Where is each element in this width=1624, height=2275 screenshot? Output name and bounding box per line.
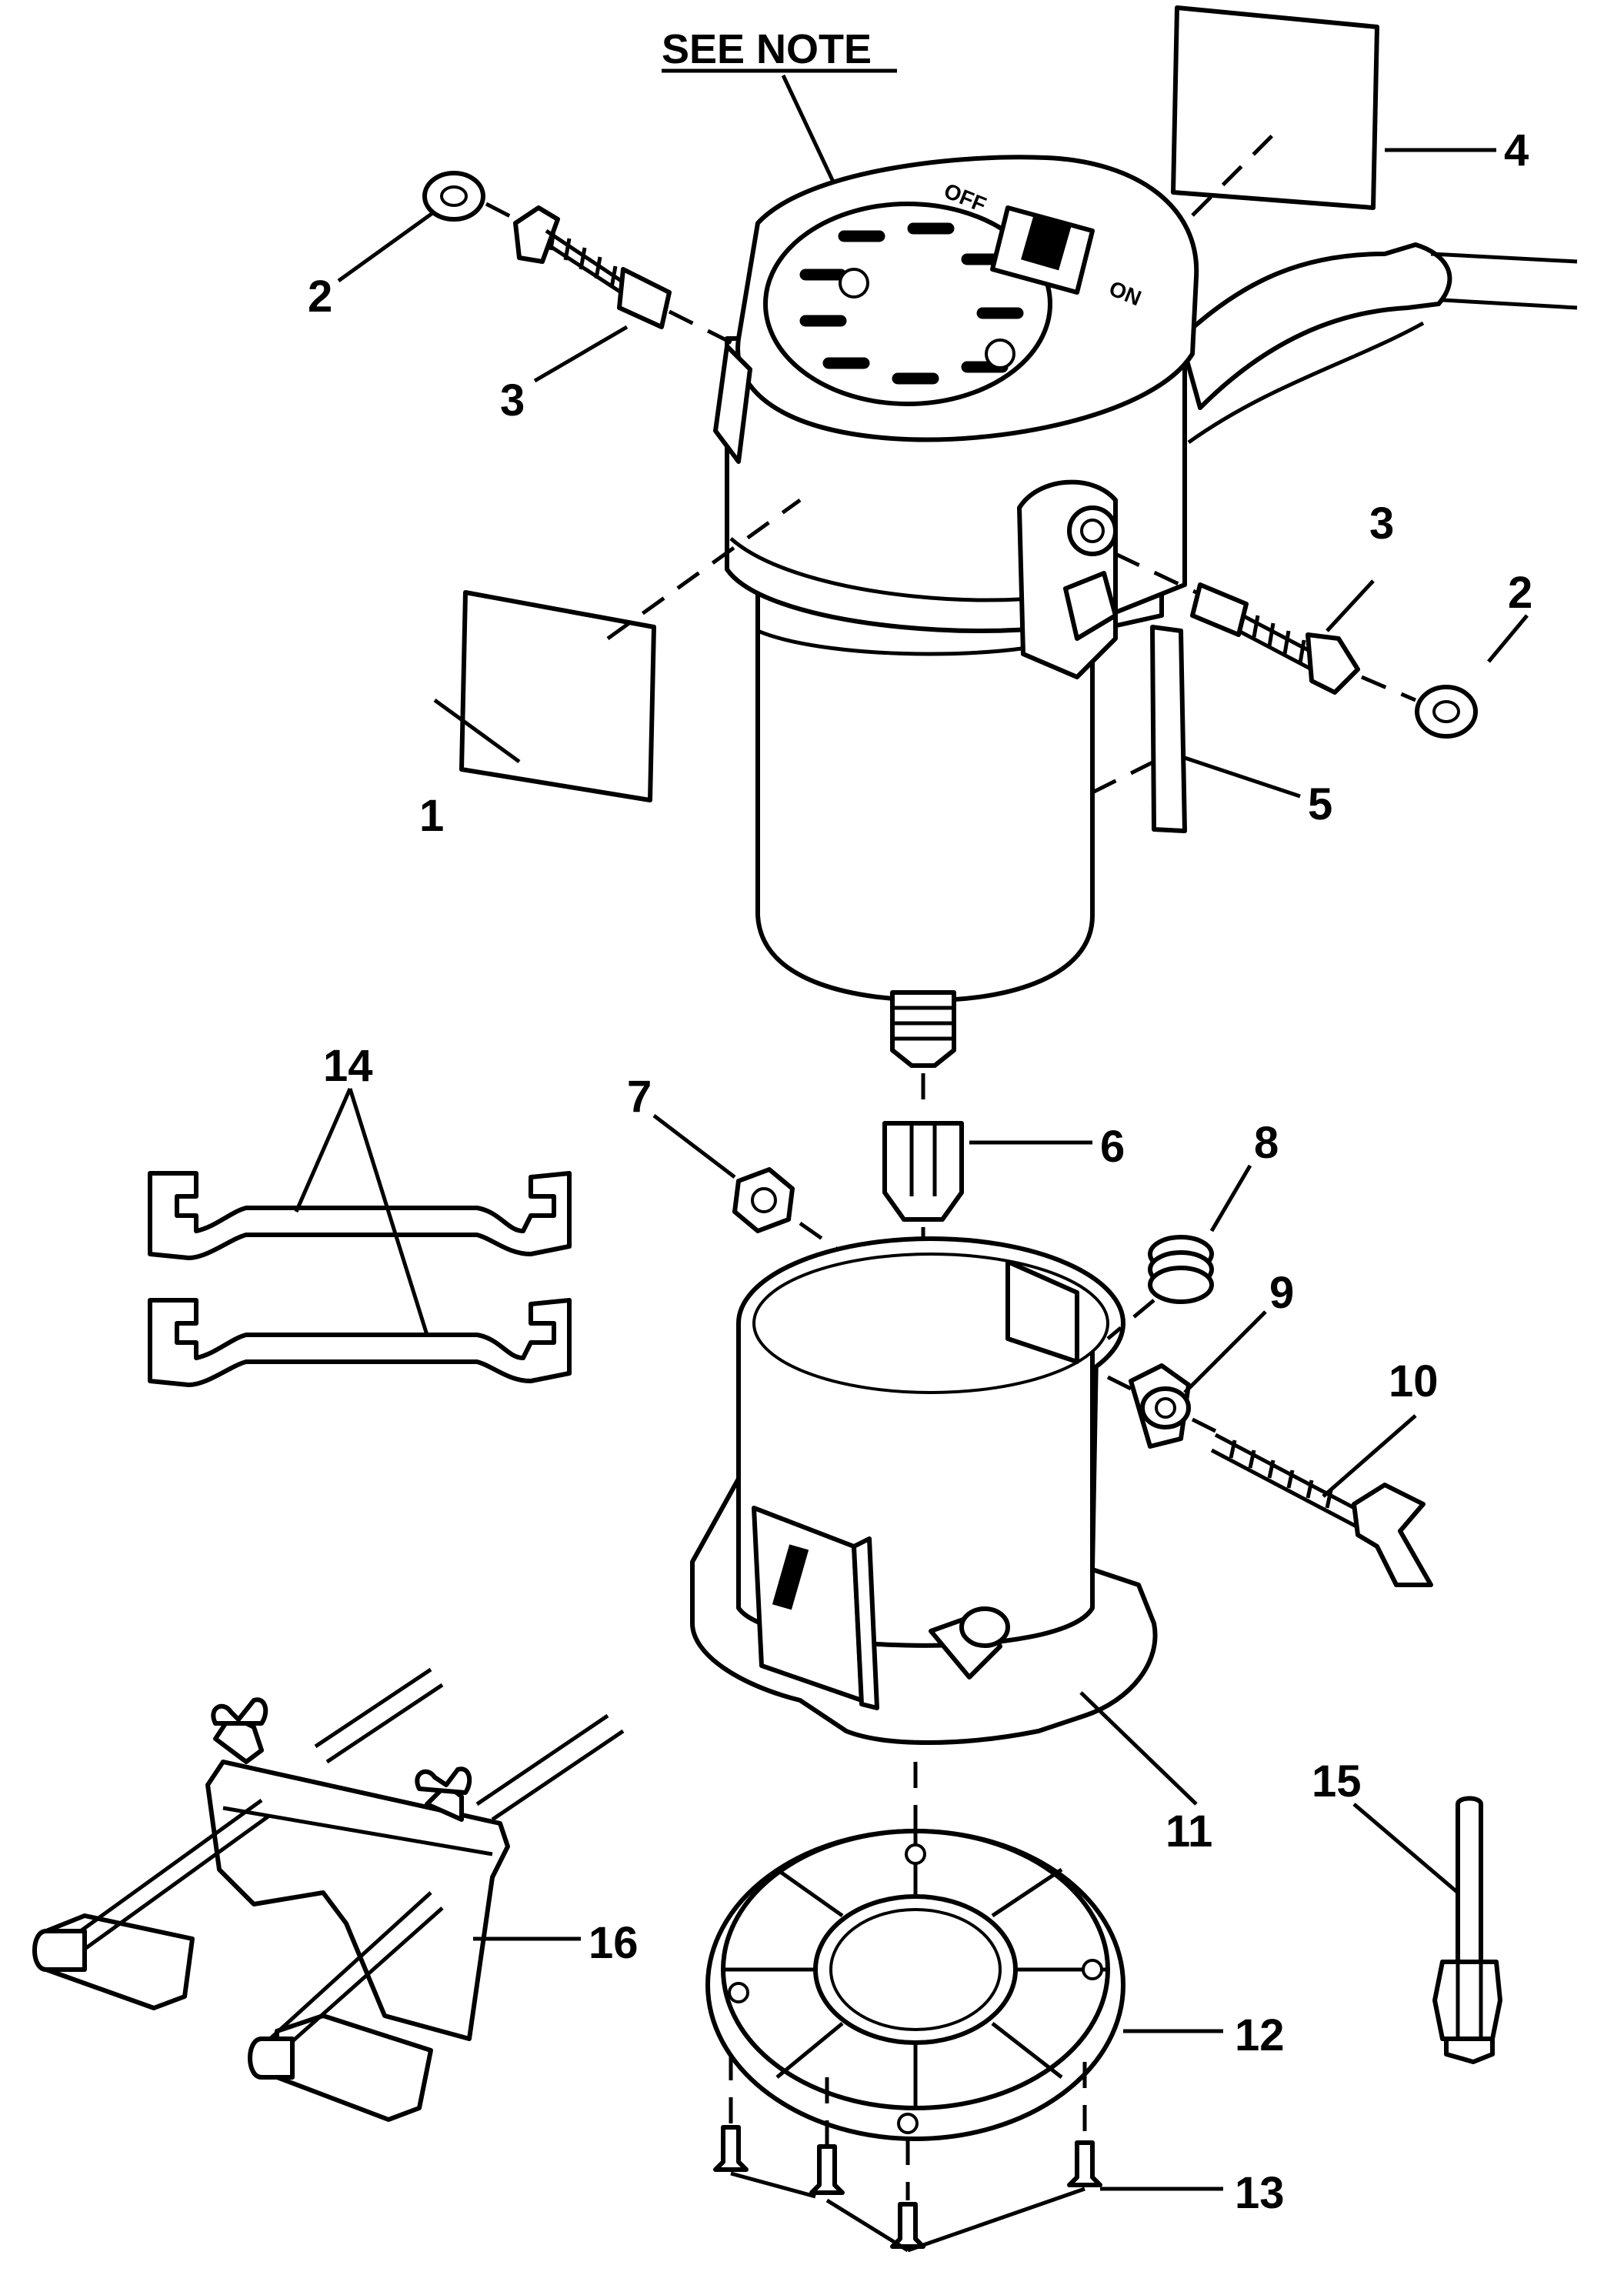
label-plate-1 bbox=[459, 590, 656, 802]
callout-3-right: 3 bbox=[1369, 499, 1394, 549]
callout-1: 1 bbox=[419, 791, 444, 841]
callout-3-left: 3 bbox=[500, 375, 525, 425]
callout-6: 6 bbox=[1100, 1122, 1125, 1172]
wrenches bbox=[148, 1087, 572, 1387]
wing-screw bbox=[1210, 1433, 1433, 1587]
brush-cap-right bbox=[1415, 685, 1478, 739]
spacer-bushing bbox=[1129, 1363, 1191, 1449]
label-plate-4 bbox=[1171, 5, 1379, 210]
router-bit bbox=[1432, 1796, 1502, 2064]
brush-cap-left bbox=[422, 171, 485, 222]
brush-spring-right bbox=[1237, 613, 1360, 695]
callout-16: 16 bbox=[589, 1918, 639, 1968]
callout-8: 8 bbox=[1254, 1118, 1279, 1168]
compression-spring bbox=[1148, 1235, 1214, 1304]
hex-nut bbox=[732, 1167, 795, 1233]
callout-leaders bbox=[337, 148, 1529, 2191]
edge-guide bbox=[32, 1667, 625, 2122]
sub-base bbox=[705, 1829, 1125, 2141]
brush-spring-left bbox=[513, 205, 629, 299]
callout-12: 12 bbox=[1235, 2010, 1285, 2060]
base-screws bbox=[713, 2054, 1102, 2253]
callout-2-left: 2 bbox=[308, 272, 332, 322]
motor-housing: OFF ON bbox=[713, 155, 1578, 1068]
carbon-brush-right bbox=[1190, 582, 1249, 637]
carbon-brush-left bbox=[617, 267, 672, 329]
collet-nut bbox=[882, 1121, 964, 1222]
callout-7: 7 bbox=[627, 1072, 652, 1122]
callout-9: 9 bbox=[1269, 1268, 1294, 1318]
callout-11: 11 bbox=[1165, 1806, 1212, 1856]
callout-5: 5 bbox=[1308, 779, 1332, 829]
callout-14: 14 bbox=[323, 1041, 373, 1091]
callout-13: 13 bbox=[1235, 2168, 1285, 2218]
router-base bbox=[690, 1236, 1158, 1745]
callout-4: 4 bbox=[1504, 125, 1529, 175]
callout-15: 15 bbox=[1312, 1756, 1362, 1806]
callout-10: 10 bbox=[1389, 1356, 1439, 1406]
see-note-label: SEE NOTE bbox=[662, 26, 872, 72]
label-plate-5 bbox=[1150, 625, 1187, 833]
callout-2-right: 2 bbox=[1508, 568, 1532, 618]
